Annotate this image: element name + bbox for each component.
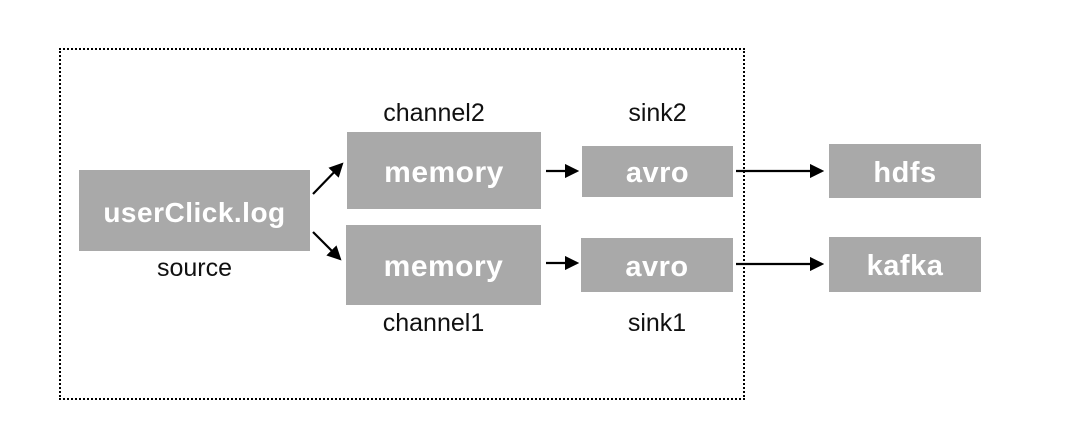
- node-sink2: avro: [582, 146, 733, 197]
- caption-source: source: [156, 254, 233, 282]
- node-sink1: avro: [581, 238, 733, 292]
- node-kafka-label: kafka: [866, 250, 944, 282]
- node-channel1: memory: [346, 225, 541, 305]
- caption-channel2: channel2: [383, 99, 485, 127]
- node-channel2: memory: [347, 132, 541, 209]
- caption-sink1: sink1: [627, 309, 687, 337]
- node-source: userClick.log: [79, 170, 310, 251]
- node-hdfs-label: hdfs: [873, 156, 937, 189]
- node-kafka: kafka: [829, 237, 981, 292]
- node-sink1-label: avro: [625, 250, 689, 283]
- node-channel1-label: memory: [383, 250, 504, 283]
- caption-channel1: channel1: [382, 309, 485, 337]
- agent-boundary-dotted-box: [59, 48, 745, 400]
- caption-sink2: sink2: [628, 99, 687, 127]
- node-sink2-label: avro: [625, 157, 690, 189]
- node-hdfs: hdfs: [829, 144, 981, 198]
- node-channel2-label: memory: [384, 155, 504, 189]
- node-source-label: userClick.log: [103, 196, 286, 228]
